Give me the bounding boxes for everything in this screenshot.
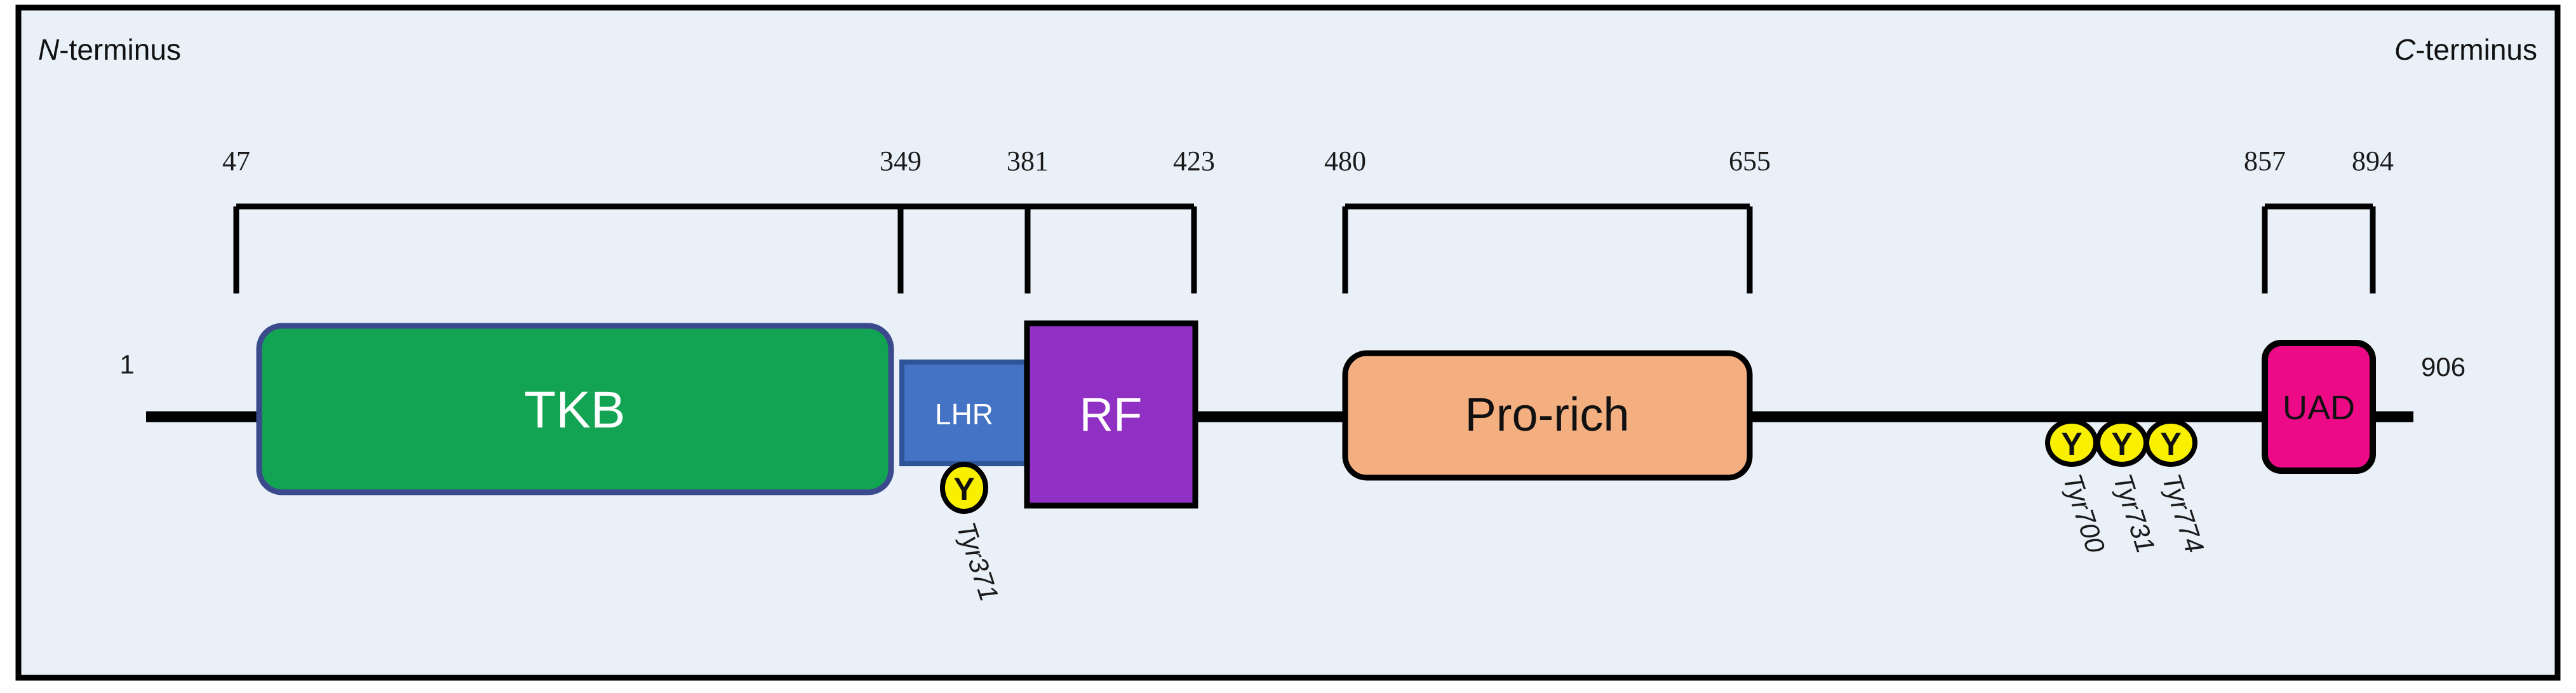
- domain-rf[interactable]: RF: [1024, 320, 1198, 509]
- c-terminus-label: C-terminus: [2394, 33, 2537, 66]
- domain-uad[interactable]: UAD: [2262, 340, 2376, 474]
- domain-lhr-label: LHR: [935, 398, 993, 431]
- residue-number-857: 857: [2244, 145, 2286, 177]
- domain-pro-rich-label: Pro-rich: [1465, 388, 1629, 441]
- domain-tkb[interactable]: TKB: [256, 323, 894, 495]
- uad-bracket: [2262, 203, 2376, 293]
- domain-rf-label: RF: [1080, 388, 1143, 441]
- tyrosine-glyph: Y: [2111, 426, 2132, 462]
- residue-number-end: 906: [2421, 352, 2465, 382]
- c-terminus-italic: C: [2394, 33, 2416, 66]
- tkb-bracket: [233, 203, 1197, 293]
- domain-tkb-box[interactable]: [256, 323, 894, 495]
- residue-number-349: 349: [880, 145, 922, 177]
- n-terminus-rest: -terminus: [59, 33, 181, 66]
- domain-lhr[interactable]: LHR: [899, 360, 1029, 466]
- domain-rf-box[interactable]: [1024, 320, 1198, 509]
- residue-number-655: 655: [1729, 145, 1771, 177]
- residue-number-47: 47: [222, 145, 250, 177]
- residue-number-894: 894: [2352, 145, 2394, 177]
- domain-uad-label: UAD: [2283, 389, 2355, 427]
- tyrosine-glyph: Y: [953, 471, 974, 507]
- tyrosine-circle-icon[interactable]: [2144, 419, 2197, 467]
- n-terminus-label: N-terminus: [38, 33, 181, 66]
- c-terminus-rest: -terminus: [2415, 33, 2537, 66]
- n-terminus-italic: N: [38, 33, 60, 66]
- domain-pro-rich-box[interactable]: [1342, 350, 1753, 481]
- tyrosine-glyph: Y: [2061, 426, 2082, 462]
- residue-number-480: 480: [1324, 145, 1366, 177]
- domain-uad-box[interactable]: [2262, 340, 2376, 474]
- residue-number-381: 381: [1007, 145, 1049, 177]
- tyrosine-circle-icon[interactable]: [940, 462, 988, 514]
- residue-number-start: 1: [119, 349, 134, 379]
- domain-pro-rich[interactable]: Pro-rich: [1342, 350, 1753, 481]
- domain-tkb-label: TKB: [524, 381, 625, 439]
- tyrosine-glyph: Y: [2160, 426, 2181, 462]
- residue-number-423: 423: [1173, 145, 1215, 177]
- prorich-bracket: [1342, 203, 1753, 293]
